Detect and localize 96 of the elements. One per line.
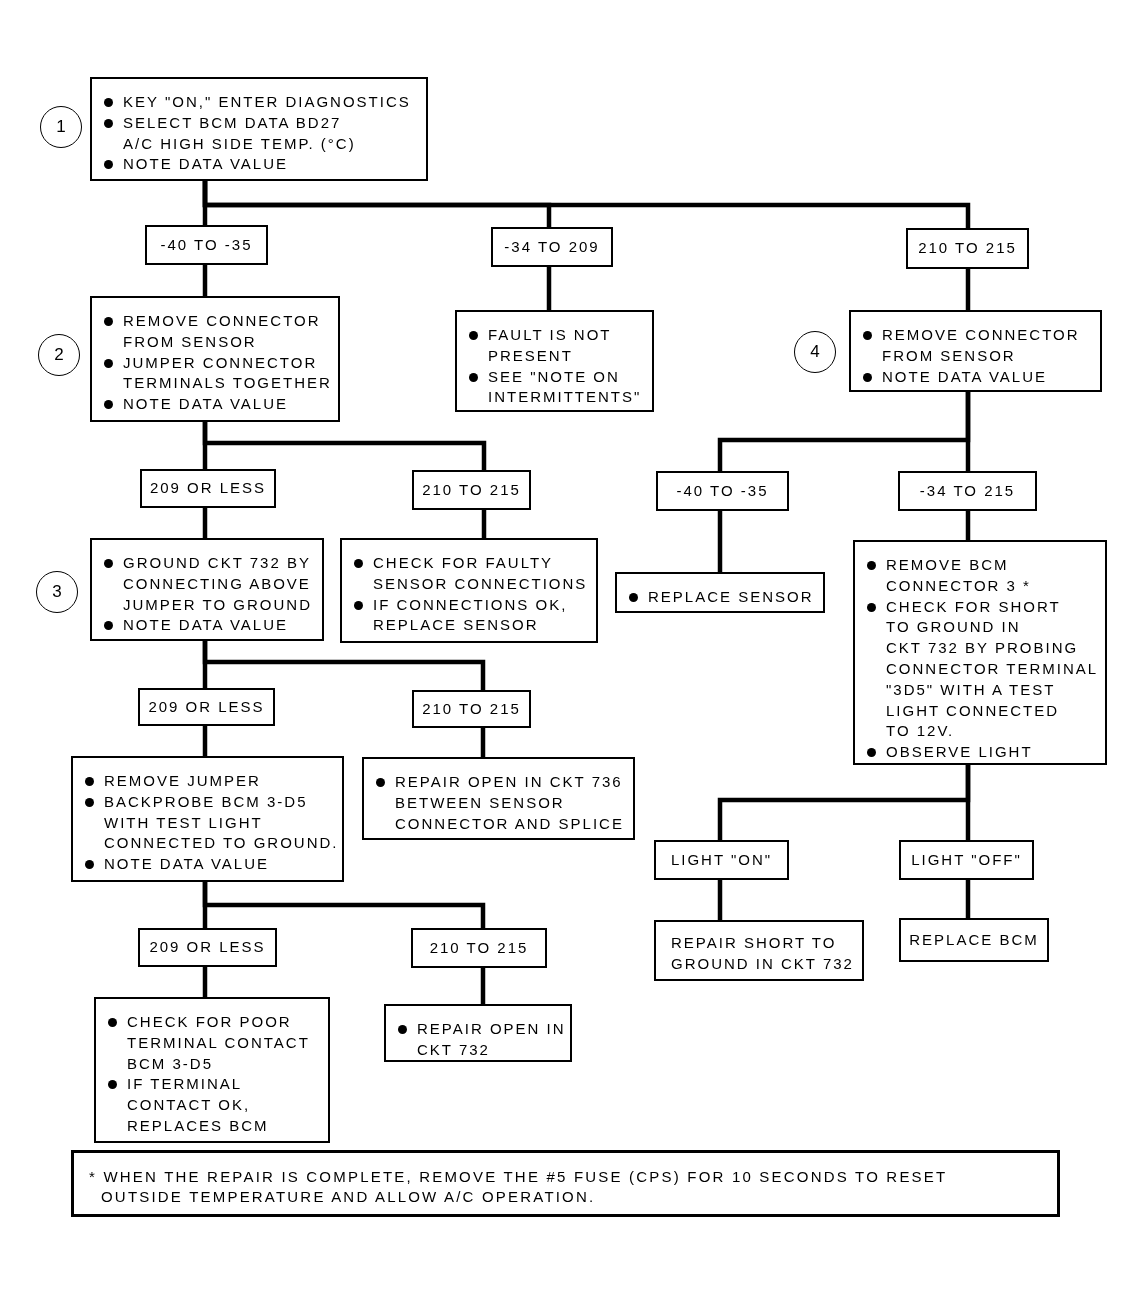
instruction-box — [90, 538, 324, 641]
connector-line — [202, 422, 487, 470]
instruction-text: CHECK FOR SHORT TO GROUND IN CKT 732 BY PROBING CONNECTOR TERMINAL "3D5" WITH A TEST LIGHT CONNECTED TO 12V. — [886, 596, 1099, 742]
instruction-text: NOTE DATA VALUE — [104, 854, 270, 875]
connector-line — [481, 510, 487, 538]
instruction-box — [853, 540, 1107, 765]
instruction-text: CHECK FOR FAULTY SENSOR CONNECTIONS — [373, 553, 588, 594]
instruction-box — [362, 757, 635, 840]
instruction-text: SELECT BCM DATA BD27 A/C HIGH SIDE TEMP. (°C) — [123, 112, 356, 154]
condition-text: -40 TO -35 — [160, 234, 253, 255]
footnote-text: * WHEN THE REPAIR IS COMPLETE, REMOVE THE #5 FUSE (CPS) FOR 10 SECONDS TO RESET OUTSIDE TEMPERATURE AND ALLOW A/C OPERATION. — [89, 1167, 948, 1207]
condition-box — [140, 469, 276, 508]
connector-line — [202, 882, 486, 928]
instruction-text: REMOVE CONNECTOR FROM SENSOR — [882, 325, 1080, 366]
condition-text: 210 TO 215 — [422, 698, 521, 719]
condition-text: LIGHT "OFF" — [911, 849, 1022, 870]
connector-line — [965, 269, 971, 310]
connector-line — [202, 508, 208, 538]
condition-box — [491, 227, 613, 267]
condition-box — [899, 840, 1034, 880]
step-circle — [36, 571, 78, 613]
condition-box — [656, 471, 789, 511]
connector-line — [717, 880, 723, 920]
connector-line — [202, 641, 486, 690]
instruction-text: REMOVE CONNECTOR FROM SENSOR — [123, 311, 321, 352]
instruction-text: REPAIR OPEN IN CKT 736 BETWEEN SENSOR CONNECTOR AND SPLICE — [395, 772, 624, 834]
condition-text: -34 TO 209 — [504, 236, 600, 257]
action-box — [899, 918, 1049, 962]
condition-text: 209 OR LESS — [148, 696, 265, 717]
instruction-text: REMOVE JUMPER — [104, 771, 261, 791]
condition-box — [138, 928, 277, 967]
instruction-box — [615, 572, 825, 613]
instruction-box — [90, 77, 428, 181]
condition-box — [138, 688, 275, 726]
step-number: 2 — [54, 345, 64, 365]
instruction-text: KEY "ON," ENTER DIAGNOSTICS — [123, 92, 411, 112]
step-number: 4 — [810, 342, 820, 362]
condition-box — [654, 840, 789, 880]
instruction-text: GROUND CKT 732 BY CONNECTING ABOVE JUMPER TO GROUND — [123, 553, 312, 615]
instruction-box — [94, 997, 330, 1143]
instruction-text: FAULT IS NOT PRESENT — [488, 325, 612, 366]
instruction-box — [340, 538, 598, 643]
instruction-text: REPAIR OPEN IN CKT 732 — [417, 1019, 566, 1060]
condition-text: 210 TO 215 — [429, 937, 529, 958]
step-circle — [40, 106, 82, 148]
step-number: 3 — [52, 582, 62, 602]
instruction-box — [71, 756, 344, 882]
instruction-text: NOTE DATA VALUE — [882, 366, 1048, 387]
connector-line — [965, 880, 971, 918]
condition-text: 209 OR LESS — [149, 937, 266, 958]
condition-text: 209 OR LESS — [149, 478, 267, 499]
step-circle — [794, 331, 836, 373]
condition-box — [898, 471, 1037, 511]
instruction-text: IF CONNECTIONS OK, REPLACE SENSOR — [373, 594, 568, 636]
instruction-text: CHECK FOR POOR TERMINAL CONTACT BCM 3-D5 — [127, 1012, 310, 1074]
instruction-text: OBSERVE LIGHT — [886, 742, 1033, 763]
condition-text: 210 TO 215 — [422, 479, 521, 500]
step-circle — [38, 334, 80, 376]
instruction-text: NOTE DATA VALUE — [123, 154, 289, 175]
instruction-box — [384, 1004, 572, 1062]
instruction-box — [455, 310, 654, 412]
instruction-text: SEE "NOTE ON INTERMITTENTS" — [488, 366, 642, 408]
connector-line — [202, 726, 208, 756]
connector-line — [202, 967, 208, 997]
action-text: REPAIR SHORT TO GROUND IN CKT 732 — [671, 933, 854, 974]
connector-line — [965, 392, 971, 471]
instruction-text: NOTE DATA VALUE — [123, 394, 289, 415]
step-number: 1 — [56, 117, 66, 137]
action-text: REPLACE BCM — [909, 929, 1039, 950]
connector-line — [202, 181, 971, 228]
condition-box — [412, 690, 531, 728]
connector-line — [717, 511, 723, 572]
condition-box — [906, 228, 1029, 269]
instruction-text: JUMPER CONNECTOR TERMINALS TOGETHER — [123, 352, 332, 394]
instruction-text: REMOVE BCM CONNECTOR 3 * — [886, 555, 1031, 596]
footnote-box — [71, 1150, 1060, 1217]
instruction-text: IF TERMINAL CONTACT OK, REPLACES BCM — [127, 1074, 269, 1136]
connector-line — [965, 511, 971, 540]
connector-line — [202, 265, 208, 296]
instruction-text: BACKPROBE BCM 3-D5 WITH TEST LIGHT CONNECTED TO GROUND. — [104, 791, 339, 854]
instruction-text: NOTE DATA VALUE — [123, 615, 289, 636]
action-box — [654, 920, 864, 981]
instruction-box — [849, 310, 1102, 392]
condition-box — [145, 225, 268, 265]
instruction-box — [90, 296, 340, 422]
condition-box — [411, 928, 547, 968]
connector-line — [480, 968, 486, 1004]
condition-box — [412, 470, 531, 510]
condition-text: 210 TO 215 — [918, 238, 1017, 259]
connector-line — [480, 728, 486, 757]
connector-line — [546, 267, 552, 310]
condition-text: LIGHT "ON" — [670, 849, 773, 870]
condition-text: -40 TO -35 — [676, 480, 769, 501]
instruction-text: REPLACE SENSOR — [648, 587, 814, 607]
condition-text: -34 TO 215 — [919, 480, 1016, 501]
connector-line — [965, 765, 971, 840]
